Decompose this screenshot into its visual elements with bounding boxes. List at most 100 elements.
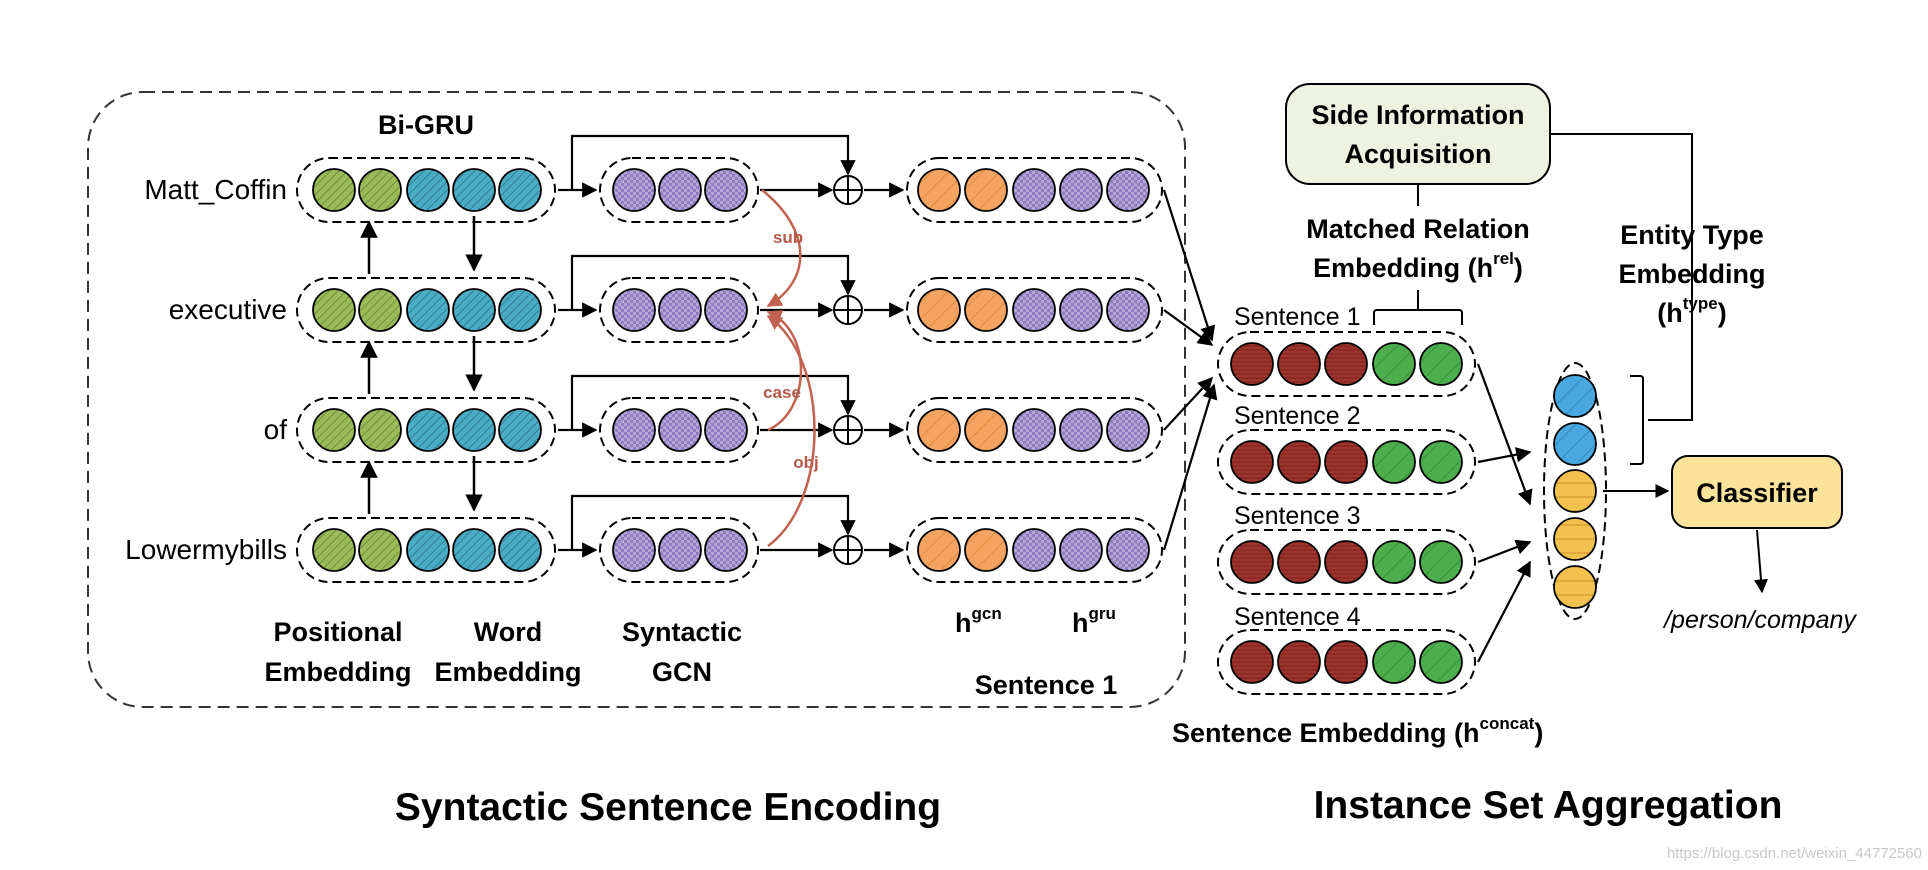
sentence-feature-node: [1324, 440, 1368, 484]
word-embedding-label-line2: Embedding: [435, 657, 582, 687]
relation-node: [1372, 540, 1416, 584]
gcn-label-line2: GCN: [652, 657, 712, 687]
row2-arrow: [1163, 309, 1214, 346]
entity-type-line3: (htype): [1657, 294, 1726, 328]
matched-relation-line1: Matched Relation: [1306, 214, 1530, 244]
h-gcn-label: hgcn: [955, 604, 1002, 638]
entity-type-line2: Embedding: [1619, 259, 1766, 289]
encoding-row-2: [296, 254, 1163, 343]
gcn-node: [612, 168, 656, 212]
sentence-label-2: Sentence 2: [1234, 402, 1361, 430]
relation-node: [1372, 342, 1416, 386]
word-label-executive: executive: [169, 294, 287, 325]
title-instance-set-aggregation: Instance Set Aggregation: [1314, 784, 1783, 827]
h-gcn-node: [917, 528, 961, 572]
gcn-pill: [599, 397, 759, 463]
relation-bracket: [1373, 309, 1463, 325]
h-gru-node: [1012, 288, 1056, 332]
concat-pill: [906, 397, 1163, 463]
classifier-label: Classifier: [1696, 478, 1818, 508]
positional-label-line1: Positional: [273, 617, 402, 647]
gcn-node: [704, 288, 748, 332]
h-gru-node: [1059, 528, 1103, 572]
side-info-line1: Side Information: [1311, 100, 1524, 130]
word-embedding-node: [406, 408, 450, 452]
syntactic-encoding-container: [87, 91, 1186, 708]
sentence-embedding-3: Sentence 3: [1217, 502, 1532, 595]
encoding-row-3: [296, 374, 1163, 463]
matched-relation-line2: Embedding (hrel): [1313, 249, 1523, 283]
gcn-label-line1: Syntactic: [622, 617, 742, 647]
sentence-pill: [1217, 429, 1476, 495]
gcn-node: [658, 168, 702, 212]
output-label: /person/company: [1662, 606, 1857, 634]
sentence-embedding-4: Sentence 4: [1217, 560, 1531, 695]
gcn-node: [704, 408, 748, 452]
gcn-node: [658, 528, 702, 572]
relation-node: [1419, 640, 1463, 684]
sentence-feature-node: [1324, 540, 1368, 584]
word-embedding-node: [498, 528, 542, 572]
encoding-row-1: [296, 134, 1163, 223]
sentence-feature-node: [1324, 640, 1368, 684]
h-gcn-node: [964, 408, 1008, 452]
word-embedding-node: [406, 168, 450, 212]
skip-connection-arrow: [570, 254, 856, 310]
sentence-label-1: Sentence 1: [1234, 303, 1361, 331]
word-embedding-label-line1: Word: [474, 617, 543, 647]
side-information-box: [1285, 83, 1551, 185]
sentence-embeddings: Sentence 1 Sentence 2 Sentence 3 Sentence 4: [1162, 189, 1533, 695]
classifier-output-arrow: [1754, 529, 1768, 594]
word-embedding-node: [406, 528, 450, 572]
word-label-of: of: [264, 414, 288, 445]
sentence-feature-node: [1277, 440, 1321, 484]
h-gru-node: [1059, 288, 1103, 332]
sentence-feature-node: [1277, 540, 1321, 584]
sentence-feature-node: [1230, 342, 1274, 386]
word-label-matt-coffin: Matt_Coffin: [144, 174, 287, 205]
bigru-pill: [296, 157, 556, 223]
sentence-feature-node: [1324, 342, 1368, 386]
word-embedding-node: [452, 528, 496, 572]
dependency-arcs: [761, 189, 816, 548]
h-gcn-node: [964, 288, 1008, 332]
encoding-row-4: [296, 494, 1163, 583]
sentence-label-3: Sentence 3: [1234, 502, 1361, 530]
relation-node: [1419, 540, 1463, 584]
sentence-feature-node: [1277, 342, 1321, 386]
word-embedding-node: [498, 288, 542, 332]
classifier-box: [1671, 455, 1843, 529]
entity-type-line1: Entity Type: [1620, 220, 1764, 250]
sentence-pill: [1217, 331, 1476, 397]
gcn-node: [612, 288, 656, 332]
h-gru-node: [1106, 528, 1150, 572]
h-gru-label: hgru: [1072, 604, 1116, 638]
word-embedding-node: [452, 168, 496, 212]
skip-connection-arrow: [570, 134, 856, 190]
aggregated-pill: [1543, 362, 1607, 620]
bigru-label: Bi-GRU: [378, 110, 474, 140]
positional-embedding-node: [358, 168, 402, 212]
sentence-embedding-1: Sentence 1: [1217, 303, 1533, 506]
sentence-label-4: Sentence 4: [1234, 603, 1361, 631]
gcn-node: [612, 408, 656, 452]
positional-embedding-node: [312, 528, 356, 572]
sentence-embedding-2: Sentence 2: [1217, 402, 1532, 495]
h-gru-node: [1059, 408, 1103, 452]
h-gru-node: [1012, 528, 1056, 572]
h-gcn-node: [964, 168, 1008, 212]
sentence-feature-node: [1230, 540, 1274, 584]
row3-arrow: [1163, 376, 1214, 431]
h-gru-node: [1106, 408, 1150, 452]
concat-to-sentence-arrows: [1162, 189, 1218, 551]
bigru-pill: [296, 397, 556, 463]
positional-label-line2: Embedding: [265, 657, 412, 687]
gcn-pill: [599, 277, 759, 343]
bigru-pill: [296, 517, 556, 583]
entity-type-node: [1553, 374, 1597, 418]
entity-type-node: [1553, 422, 1597, 466]
sentence-to-agg-arrow: [1476, 363, 1533, 506]
dep-label-case: case: [763, 383, 801, 402]
sentence-to-agg-arrow: [1477, 539, 1532, 564]
